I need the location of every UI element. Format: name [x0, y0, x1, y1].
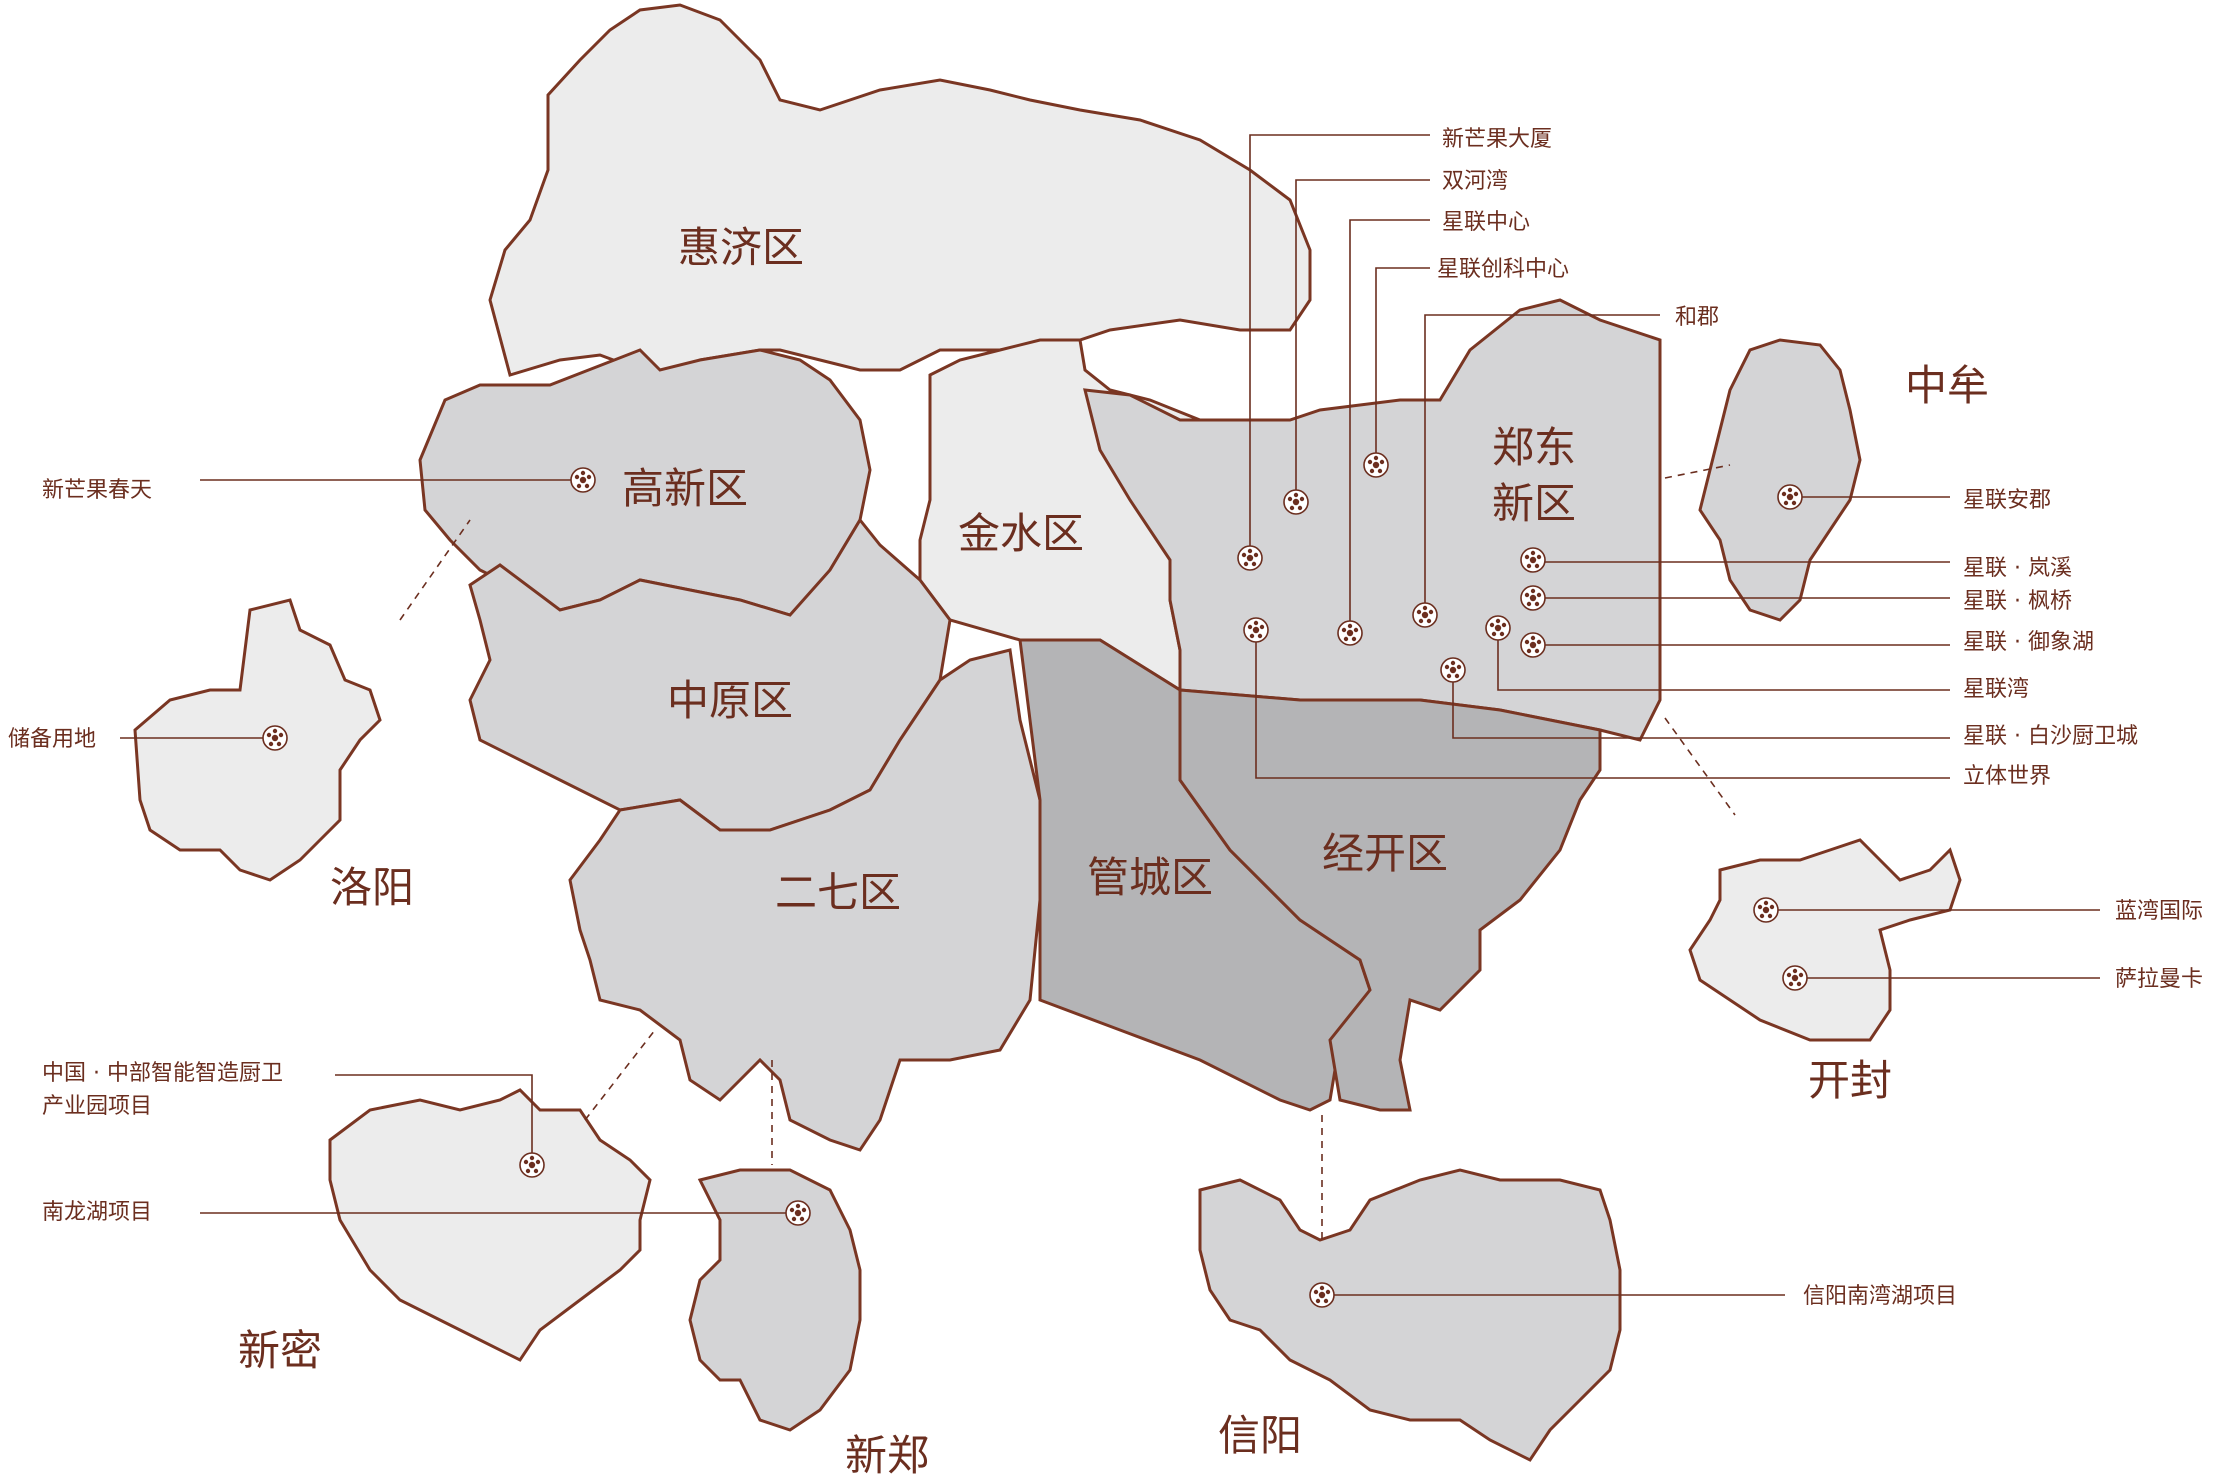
region-label-erqi: 二七区: [775, 868, 901, 917]
project-label-xinglian-fengqiao[interactable]: 星联 · 枫桥: [1963, 589, 2072, 614]
region-label-zhengdong-1: 郑东: [1492, 423, 1576, 472]
marker-lanwan-guoji-icon[interactable]: [1753, 897, 1779, 923]
leader-xinmangguo-dasha: [1249, 134, 1430, 555]
project-label-liti-shijie[interactable]: 立体世界: [1963, 764, 2051, 789]
connector-xinmi: [584, 1029, 656, 1121]
project-label-shuanghewan[interactable]: 双河湾: [1442, 169, 1508, 194]
project-label-lanwan-guoji[interactable]: 蓝湾国际: [2115, 899, 2203, 924]
marker-shuanghewan-icon[interactable]: [1283, 489, 1309, 515]
map-shapes: [133, 3, 1962, 1462]
marker-xinglian-chuangke-icon[interactable]: [1363, 452, 1389, 478]
marker-xinglian-yuxianghu-icon[interactable]: [1520, 632, 1546, 658]
connector-zhongmou: [1664, 464, 1731, 479]
city-luoyang-shape[interactable]: [133, 598, 382, 882]
project-label-xinmangguo-chuntian[interactable]: 新芒果春天: [42, 478, 152, 503]
project-label-xinglian-zhongxin[interactable]: 星联中心: [1442, 210, 1530, 235]
project-label-xinglian-anjun[interactable]: 星联安郡: [1963, 488, 2051, 513]
region-label-jinshui: 金水区: [958, 509, 1084, 558]
leader-lines: [120, 134, 2100, 1296]
city-kaifeng-shape[interactable]: [1688, 838, 1962, 1042]
leader-liti-shijie: [1255, 630, 1950, 779]
project-label-xinglian-chuangke[interactable]: 星联创科中心: [1437, 257, 1569, 282]
marker-hejun-icon[interactable]: [1412, 602, 1438, 628]
region-label-gaoxin: 高新区: [622, 464, 748, 513]
leader-zhongbu: [335, 1074, 533, 1165]
city-label-zhongmou: 中牟: [1905, 361, 1989, 410]
city-labels: 洛阳 新密 新郑 信阳 中牟 开封: [238, 361, 1989, 1476]
region-zhengdong-shape[interactable]: [1083, 298, 1662, 742]
marker-liti-shijie-icon[interactable]: [1243, 617, 1269, 643]
city-label-xinmi: 新密: [238, 1326, 322, 1375]
city-zhongmou-shape[interactable]: [1698, 338, 1862, 622]
project-label-nanlonghu[interactable]: 南龙湖项目: [42, 1200, 152, 1225]
marker-xinglian-lanxi-icon[interactable]: [1520, 547, 1546, 573]
city-xinmi-shape[interactable]: [328, 1088, 652, 1362]
project-label-xinglianwan[interactable]: 星联湾: [1963, 677, 2029, 702]
region-label-jingkai: 经开区: [1322, 829, 1448, 878]
marker-xinglian-zhongxin-icon[interactable]: [1337, 620, 1363, 646]
region-label-zhongyuan: 中原区: [667, 676, 793, 725]
leader-xinglian-baisha: [1452, 670, 1950, 739]
leader-xinglian-chuangke: [1375, 267, 1430, 465]
city-label-kaifeng: 开封: [1808, 1056, 1892, 1105]
region-labels: 惠济区 高新区 金水区 郑东 新区 中原区 二七区 管城区 经开区: [622, 223, 1576, 917]
leader-hejun: [1424, 314, 1660, 615]
project-label-xinglian-baisha[interactable]: 星联 · 白沙厨卫城: [1963, 724, 2138, 749]
project-label-xinmangguo-dasha[interactable]: 新芒果大厦: [1442, 127, 1552, 152]
marker-xinglian-fengqiao-icon[interactable]: [1520, 585, 1546, 611]
marker-zhongbu-icon[interactable]: [519, 1152, 545, 1178]
marker-chubei-yongdi-icon[interactable]: [262, 725, 288, 751]
city-label-xinyang: 信阳: [1218, 1411, 1302, 1460]
city-label-luoyang: 洛阳: [330, 863, 414, 912]
marker-xinmangguo-chuntian-icon[interactable]: [570, 467, 596, 493]
project-label-salamanka[interactable]: 萨拉曼卡: [2115, 967, 2203, 992]
project-markers: [262, 452, 1808, 1308]
marker-xinmangguo-dasha-icon[interactable]: [1237, 545, 1263, 571]
marker-xinglian-anjun-icon[interactable]: [1777, 484, 1803, 510]
leader-xinglian-zhongxin: [1349, 219, 1430, 633]
city-label-xinzheng: 新郑: [845, 1431, 929, 1476]
marker-xinglianwan-icon[interactable]: [1485, 615, 1511, 641]
marker-salamanka-icon[interactable]: [1782, 965, 1808, 991]
marker-xinglian-baisha-icon[interactable]: [1440, 657, 1466, 683]
project-label-chubei-yongdi[interactable]: 储备用地: [8, 727, 96, 752]
region-huiji-shape[interactable]: [488, 3, 1312, 382]
project-label-xinyang-nanwanhu[interactable]: 信阳南湾湖项目: [1803, 1284, 1957, 1309]
city-xinzheng-shape[interactable]: [688, 1168, 862, 1432]
leader-xinglianwan: [1497, 628, 1950, 691]
connector-kaifeng: [1664, 717, 1736, 816]
region-erqi-shape[interactable]: [568, 648, 1042, 1152]
region-label-guancheng: 管城区: [1087, 853, 1213, 902]
project-label-xinglian-lanxi[interactable]: 星联 · 岚溪: [1963, 556, 2072, 581]
project-labels: 新芒果大厦 双河湾 星联中心 星联创科中心 和郡 新芒果春天 星联安郡 星联 ·…: [8, 127, 2203, 1309]
region-label-huiji: 惠济区: [678, 223, 804, 272]
project-label-zhongbu-2[interactable]: 产业园项目: [42, 1094, 152, 1119]
city-xinyang-shape[interactable]: [1198, 1168, 1622, 1462]
marker-nanlonghu-icon[interactable]: [785, 1200, 811, 1226]
region-label-zhengdong-2: 新区: [1492, 479, 1576, 528]
leader-shuanghewan: [1295, 179, 1430, 502]
project-label-zhongbu-1[interactable]: 中国 · 中部智能智造厨卫: [42, 1061, 283, 1086]
region-jingkai-shape[interactable]: [1178, 688, 1602, 1112]
project-label-hejun[interactable]: 和郡: [1675, 305, 1719, 330]
marker-xinyang-nanwanhu-icon[interactable]: [1309, 1282, 1335, 1308]
project-label-xinglian-yuxianghu[interactable]: 星联 · 御象湖: [1963, 630, 2094, 655]
